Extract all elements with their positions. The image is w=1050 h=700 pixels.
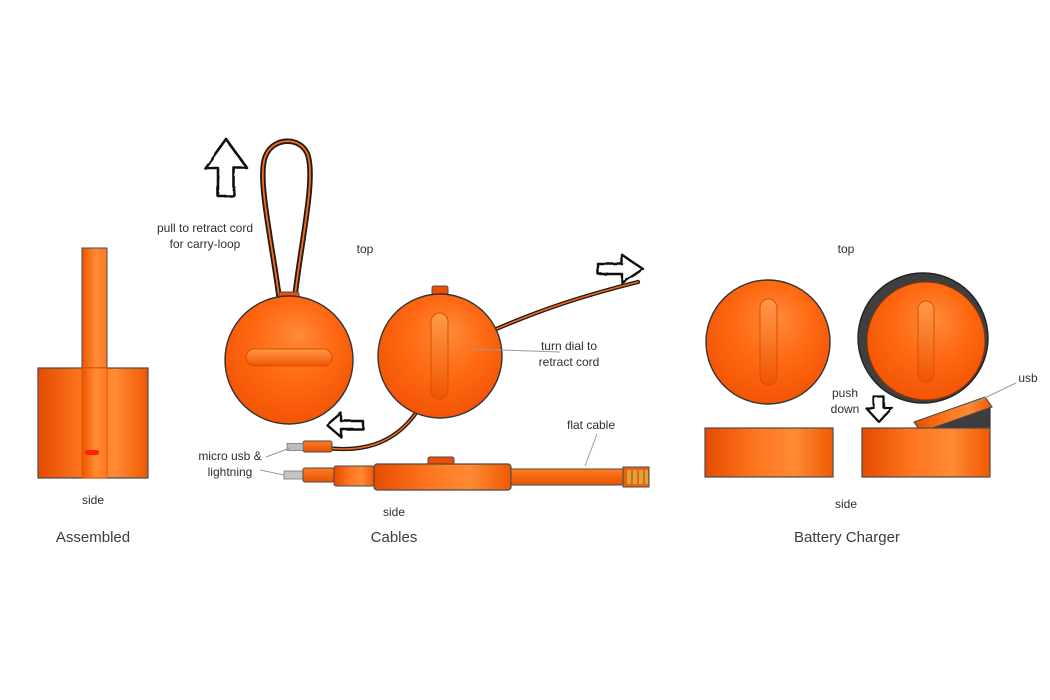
retract-cable-left [323, 407, 421, 452]
battery-disc-closed [705, 279, 831, 405]
retract-cable-right [491, 279, 641, 333]
dial-slot-horizontal [245, 348, 333, 367]
cables-side-view [283, 456, 650, 491]
cables-top-label: top [356, 242, 374, 256]
battery-side-closed [704, 427, 834, 478]
cables-view [203, 137, 650, 491]
assembled-led [85, 450, 99, 455]
usb-pointer-line [971, 382, 1017, 405]
battery-title: Battery Charger [794, 529, 900, 546]
battery-disc-open [857, 272, 989, 404]
assembled-side-label: side [81, 493, 104, 507]
usb-note: usb [1018, 371, 1038, 385]
arrow-up-icon [203, 137, 249, 198]
battery-side-label: side [834, 497, 857, 511]
dial-slot-vertical [430, 312, 449, 400]
assembled-stick [81, 247, 108, 370]
battery-charger-view [704, 272, 1017, 478]
battery-side-open [861, 396, 993, 478]
micro-usb-connector [286, 440, 333, 453]
push-down-note: push down [830, 386, 860, 416]
lightning-tip [283, 470, 304, 480]
micro-usb-pointer-line-1 [265, 447, 291, 458]
micro-usb-pointer-line-2 [259, 469, 285, 476]
arrow-right-icon [596, 253, 645, 285]
cables-disc-loop [224, 291, 354, 425]
usb-a-end [622, 466, 650, 488]
flat-cable-note: flat cable [566, 418, 616, 432]
micro-usb-note: micro usb & lightning [198, 449, 262, 479]
assembled-view [37, 247, 149, 479]
flat-cable-pointer-line [584, 433, 598, 467]
arrow-down-icon [864, 395, 894, 424]
flat-cable-strip [510, 468, 624, 486]
turn-dial-pointer-line [469, 348, 561, 353]
assembled-title: Assembled [55, 529, 131, 546]
assembled-center-stripe [81, 367, 108, 479]
battery-top-label: top [837, 242, 855, 256]
device-body [373, 463, 512, 491]
cables-disc-dial [377, 285, 503, 419]
arrow-left-icon [325, 411, 365, 439]
cables-side-label: side [382, 505, 405, 519]
turn-dial-note: turn dial to retract cord [538, 339, 600, 369]
cables-title: Cables [370, 529, 418, 546]
pull-to-retract-note: pull to retract cord for carry-loop [156, 221, 254, 251]
carry-loop-cord [260, 138, 313, 307]
